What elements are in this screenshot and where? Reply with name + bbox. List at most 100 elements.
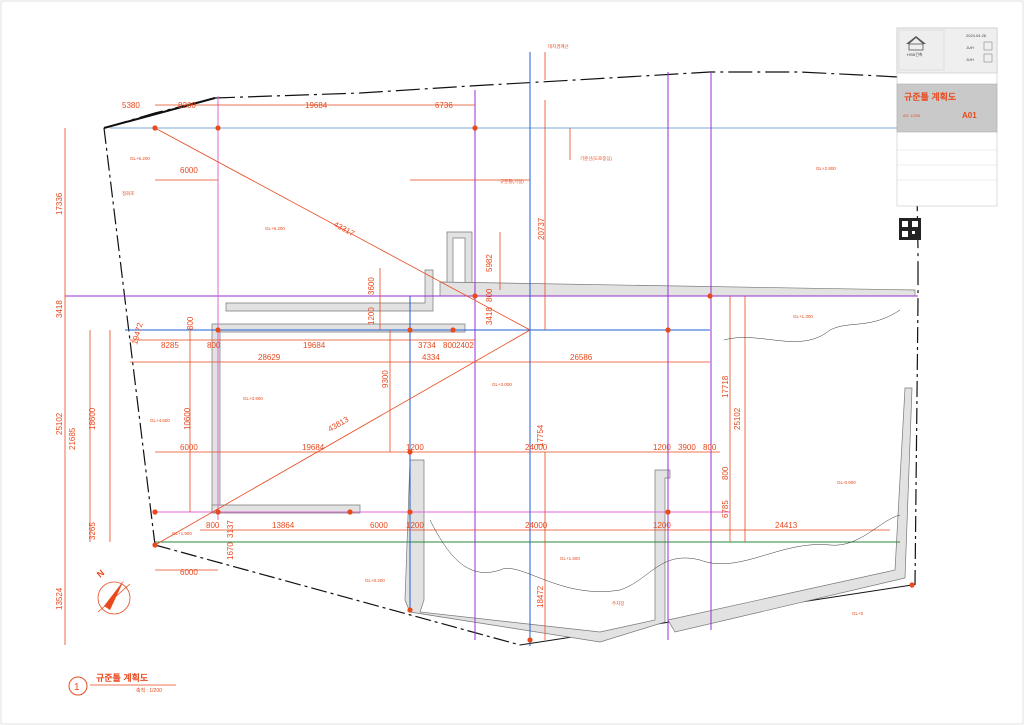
- tb-row: 2024.04.26: [966, 33, 987, 38]
- room-label: 주차장: [612, 600, 624, 607]
- boundary-east: [914, 299, 919, 586]
- dim-text: 1200: [653, 443, 671, 452]
- tb-scale: A3: 1/200: [903, 113, 921, 118]
- dim-text: 1670: [226, 542, 235, 560]
- dim-text: 17718: [721, 375, 730, 398]
- dim-text: 19472: [130, 321, 145, 345]
- dim-text: 5380: [122, 101, 140, 110]
- dim-text: 4334: [422, 353, 440, 362]
- dim-text: 800: [721, 466, 730, 480]
- dim-text: 800: [206, 521, 220, 530]
- dim-text: 43317: [332, 220, 356, 239]
- dimension-text-group: 5380 8260 19684 6736 8285 800 19684 3734…: [122, 101, 798, 577]
- dim-text: 3734: [418, 341, 436, 350]
- note-text: 규준틀(가설): [500, 178, 524, 185]
- drawing-number: 1: [74, 682, 80, 693]
- drawing-title-text: 규준틀 계획도: [96, 672, 149, 683]
- level-text: GL+3.000: [492, 382, 512, 387]
- note-text: 기준선(도로중심): [580, 155, 612, 162]
- level-text: GL+3.900: [243, 396, 263, 401]
- north-label: N: [95, 568, 106, 580]
- grid-lines: [65, 52, 918, 646]
- drawing-scale: 축척 : 1/200: [136, 687, 162, 694]
- dim-text: 24000: [525, 521, 548, 530]
- dim-text: 25102: [55, 412, 64, 435]
- dim-text: 3418: [55, 300, 64, 318]
- dim-text: 26586: [570, 353, 593, 362]
- boundary-west: [103, 127, 156, 546]
- level-text: GL+1.900: [172, 531, 192, 536]
- dim-text: 1200: [367, 307, 376, 325]
- dim-text: 21685: [68, 427, 77, 450]
- dim-text: 800: [703, 443, 717, 452]
- dim-text: 19684: [303, 341, 326, 350]
- level-markers: GL+6.200 GL+6.200 GL+4.600 GL+3.900 GL+3…: [130, 156, 864, 616]
- dim-text: 19684: [302, 443, 325, 452]
- dim-text: 8260: [178, 101, 196, 110]
- dim-text: 800: [485, 288, 494, 302]
- dim-text: 5982: [485, 254, 494, 272]
- dim-text: 3265: [88, 522, 97, 540]
- dim-text: 3900: [678, 443, 696, 452]
- room-label: 정화조: [122, 190, 134, 197]
- level-text: GL+6.200: [130, 156, 150, 161]
- dim-text: 1200: [653, 521, 671, 530]
- dim-text: 1200: [406, 521, 424, 530]
- boundary-northwest: [103, 97, 216, 129]
- dim-text: 6785: [721, 500, 730, 518]
- north-arrow: N: [95, 568, 131, 615]
- dim-text: 800: [443, 341, 457, 350]
- dim-text: 3418: [485, 307, 494, 325]
- dim-text: 18472: [536, 585, 545, 608]
- title-block: HSB건축 2024.04.26 JUH JUH 규준틀 계획도 A01 A3:…: [896, 27, 998, 240]
- dim-text: 6000: [180, 443, 198, 452]
- dim-text: 18600: [88, 407, 97, 430]
- dim-text: 1200: [406, 443, 424, 452]
- dim-text: 17754: [536, 424, 545, 447]
- dim-text: 24413: [775, 521, 798, 530]
- dim-text: 6000: [180, 166, 198, 175]
- boundary-south: [154, 544, 521, 646]
- dim-text: 6000: [370, 521, 388, 530]
- dim-text: 25102: [733, 407, 742, 430]
- dim-text: 800: [186, 316, 195, 330]
- contour-1: [723, 309, 901, 342]
- level-text: GL+4.600: [150, 418, 170, 423]
- note-text: 대지경계선: [548, 43, 569, 50]
- dim-text: 3600: [367, 277, 376, 295]
- tb-row: JUH: [966, 45, 974, 50]
- tb-sheet-title: 규준틀 계획도: [904, 91, 957, 102]
- level-text: GL-0.900: [837, 480, 856, 485]
- dim-text: 9300: [381, 370, 390, 388]
- dim-text: 43813: [327, 415, 351, 434]
- level-text: GL+2.800: [816, 166, 836, 171]
- dim-text: 8285: [161, 341, 179, 350]
- vertical-dimension-group: 17336 3418 25102 21685 18600 3265 13524 …: [55, 192, 742, 610]
- dim-text: 6000: [180, 568, 198, 577]
- survey-points: [152, 125, 915, 643]
- drawing-title: 1 규준틀 계획도 축척 : 1/200: [68, 672, 176, 696]
- dim-text: 6736: [435, 101, 453, 110]
- dim-text: 19684: [305, 101, 328, 110]
- setout-lines: [64, 52, 890, 645]
- dim-text: 17336: [55, 192, 64, 215]
- dim-text: 13864: [272, 521, 295, 530]
- level-text: GL+1.300: [793, 314, 813, 319]
- level-text: GL+0: [852, 611, 864, 616]
- contour-2: [429, 514, 901, 592]
- dim-text: 13524: [55, 587, 64, 610]
- dim-text: 28629: [258, 353, 281, 362]
- tb-row: JUH: [966, 57, 974, 62]
- level-text: GL+6.200: [265, 226, 285, 231]
- logo-text: HSB건축: [907, 51, 923, 57]
- boundary-north: [103, 71, 919, 300]
- tb-sheet-no: A01: [962, 111, 977, 120]
- level-text: GL+0.200: [365, 578, 385, 583]
- retaining-walls: [211, 231, 916, 643]
- dim-text: 10600: [183, 407, 192, 430]
- level-text: GL+1.500: [560, 556, 580, 561]
- dim-text: 3137: [226, 520, 235, 538]
- note-labels: 대지경계선 기준선(도로중심) 규준틀(가설) 정화조 주차장: [122, 43, 624, 607]
